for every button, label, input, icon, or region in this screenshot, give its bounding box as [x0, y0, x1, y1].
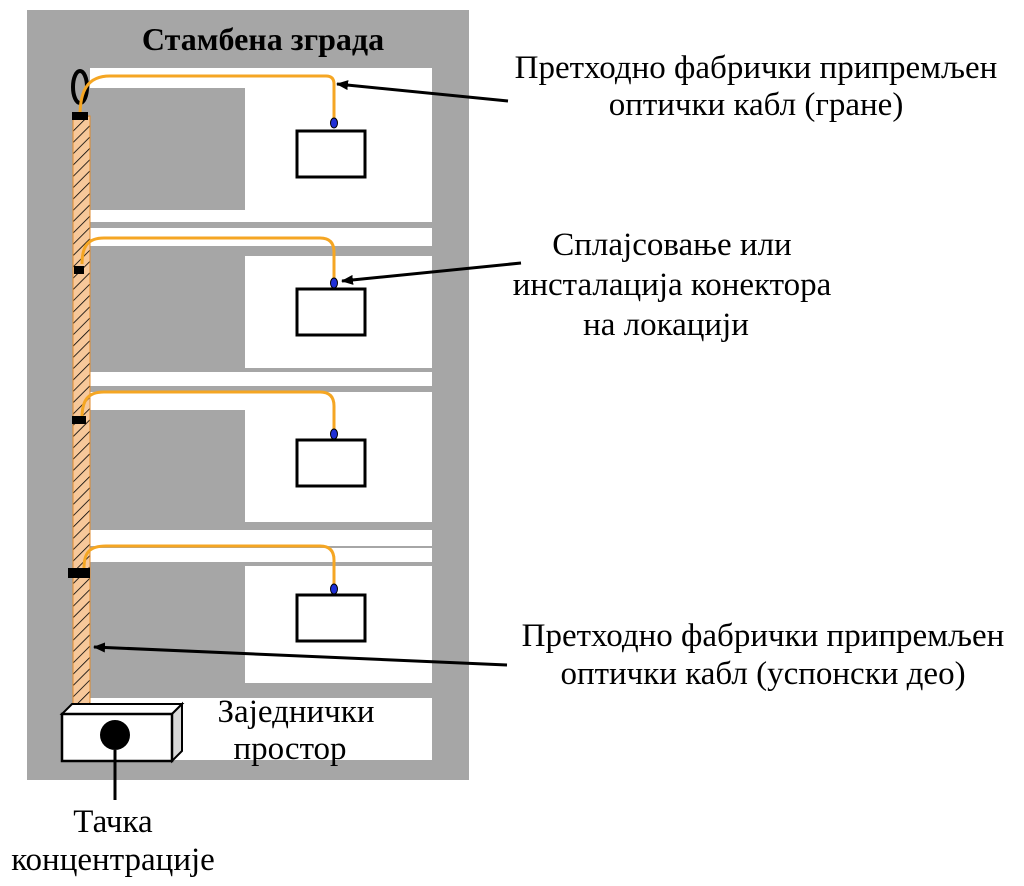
callout-splicing-line2: инсталација конектора — [513, 267, 832, 303]
connector-icon-1 — [330, 117, 338, 129]
callout-splicing-line3: на локацији — [583, 307, 749, 343]
callout-arrows — [93, 80, 522, 667]
callout-riser-cable-line2: оптички кабл (успонски део) — [560, 656, 965, 692]
branch-cable-4 — [82, 544, 336, 586]
branch-cable-2 — [80, 236, 336, 278]
branch-cable-1 — [78, 74, 336, 118]
riser-markers — [68, 112, 90, 578]
building-title: Стамбена зграда — [142, 21, 384, 57]
common-area-label-line1: Заједнички — [218, 694, 375, 730]
apartment-terminals — [295, 129, 367, 643]
terminal-box-4 — [295, 593, 367, 643]
terminal-box-3 — [295, 438, 367, 488]
terminal-box-1 — [295, 129, 367, 179]
concentration-point-label-line2: концентрације — [11, 842, 215, 878]
common-area-label-line2: простор — [233, 731, 346, 767]
concentration-point-label-line1: Тачка — [73, 804, 153, 840]
arrow-branch-cable — [336, 80, 509, 103]
branch-cable-3 — [80, 390, 336, 430]
concentration-point-icon — [100, 720, 130, 750]
connector-icon-2 — [330, 277, 338, 289]
arrow-riser-cable — [93, 642, 508, 667]
callout-branch-cable-line1: Претходно фабрички припремљен — [515, 50, 998, 86]
connector-icon-3 — [330, 428, 338, 440]
branch-cables — [78, 74, 336, 586]
callout-splicing-line1: Сплајсовање или — [552, 227, 791, 263]
connectors — [330, 117, 338, 595]
arrow-splicing — [341, 261, 522, 285]
connector-icon-4 — [330, 583, 338, 595]
callout-riser-cable-line1: Претходно фабрички припремљен — [522, 618, 1005, 654]
terminal-box-2 — [295, 287, 367, 337]
concentration-point-box — [59, 701, 185, 800]
callout-branch-cable-line2: оптички кабл (гране) — [609, 87, 904, 123]
